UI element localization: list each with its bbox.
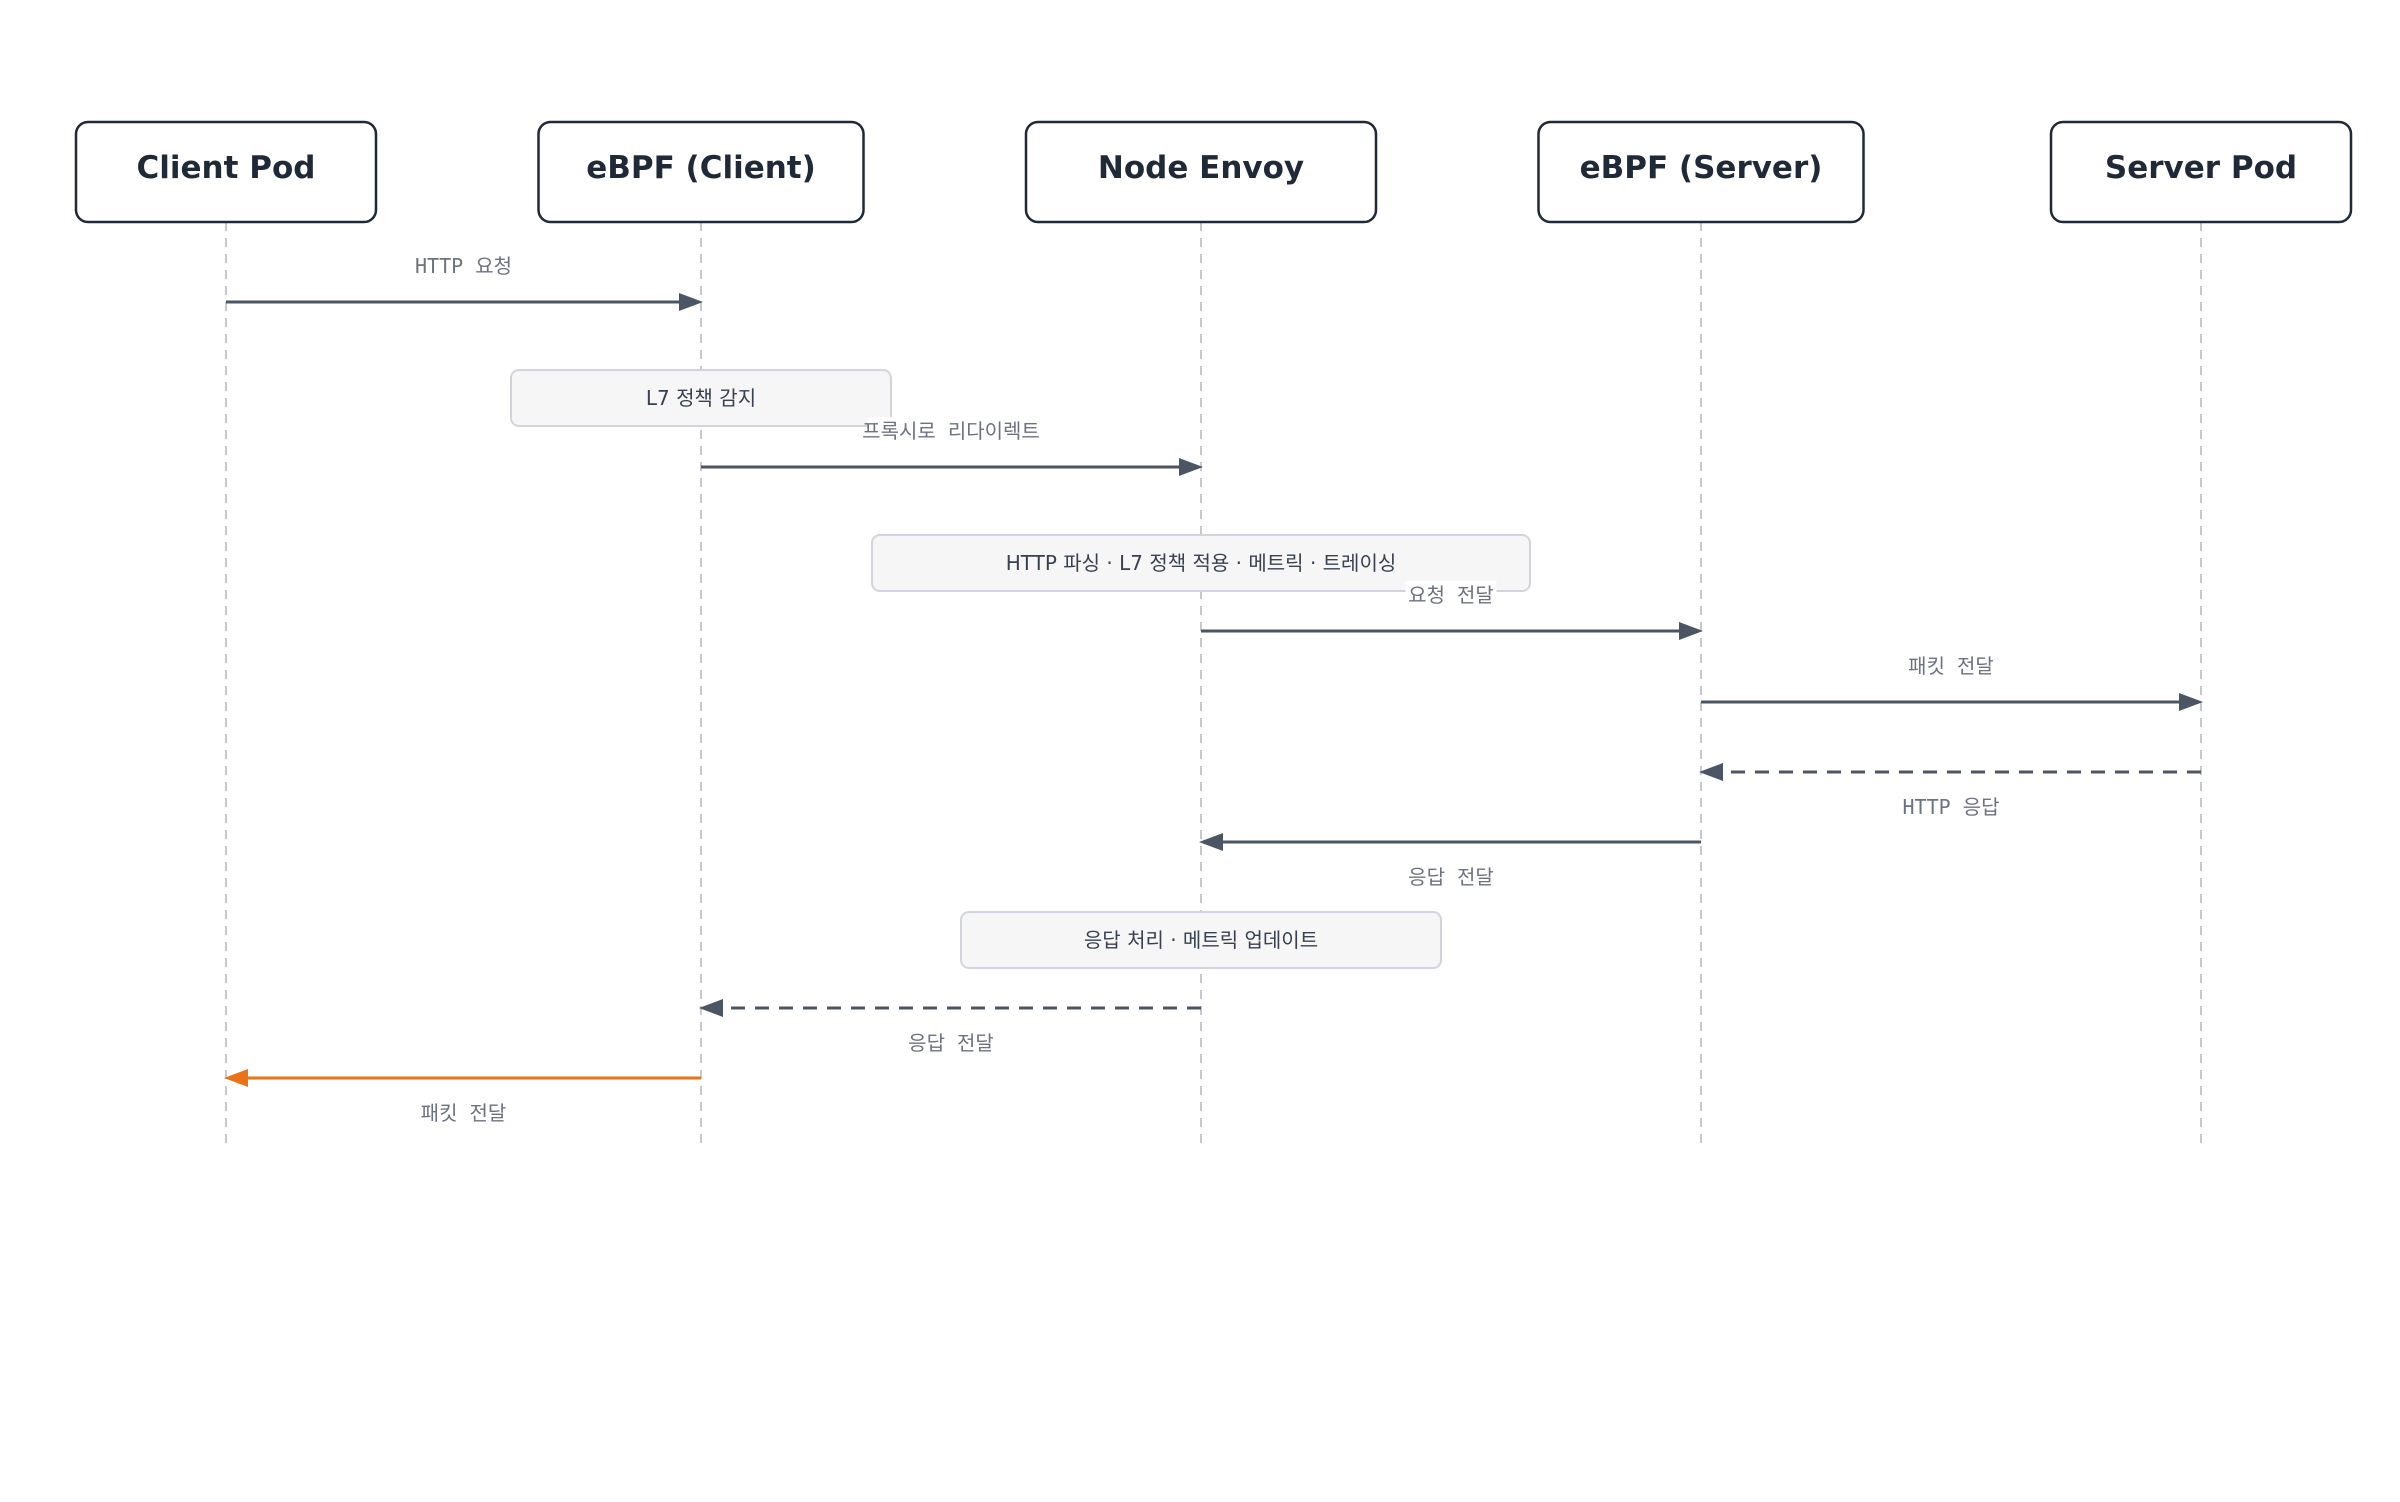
message-arrow: 응답 전달: [1199, 833, 1701, 891]
note-box: [960, 911, 1442, 969]
message-label: 응답 전달: [908, 1031, 994, 1055]
actor-label: Server Pod: [2105, 150, 2297, 186]
actor-label: Node Envoy: [1098, 150, 1304, 186]
arrowhead-icon: [1699, 763, 1723, 781]
note-box: [871, 534, 1531, 592]
arrowhead-icon: [699, 999, 723, 1017]
actor-box: [1024, 120, 1378, 224]
message-arrow: 응답 전달: [699, 999, 1201, 1057]
note: L7 정책 감지: [510, 369, 892, 427]
lifelines: [225, 222, 2202, 1146]
note-label: 응답 처리 · 메트릭 업데이트: [1084, 928, 1318, 952]
actor-label: eBPF (Server): [1580, 150, 1823, 186]
message-label: HTTP 요청: [415, 254, 512, 278]
actor-envoy: Node Envoy: [1024, 120, 1378, 224]
note-label: HTTP 파싱 · L7 정책 적용 · 메트릭 · 트레이싱: [1006, 551, 1397, 575]
note: 응답 처리 · 메트릭 업데이트: [960, 911, 1442, 969]
message-label-bg: [905, 1029, 997, 1057]
note-box: [510, 369, 892, 427]
message-label-bg: [1890, 793, 2012, 821]
actor-box: [2049, 120, 2353, 224]
actor-ebpf-client: eBPF (Client): [537, 120, 865, 224]
message-label: 프록시로 리다이렉트: [862, 419, 1040, 443]
message-arrow: HTTP 요청: [226, 252, 703, 311]
message-label: 응답 전달: [1408, 865, 1494, 889]
actor-box: [74, 120, 378, 224]
arrowhead-icon: [679, 293, 703, 311]
message-label-bg: [403, 252, 524, 280]
actor-client: Client Pod: [74, 120, 378, 224]
note: HTTP 파싱 · L7 정책 적용 · 메트릭 · 트레이싱: [871, 534, 1531, 592]
message-label-bg: [418, 1099, 509, 1127]
message-label: HTTP 응답: [1902, 795, 1999, 819]
actor-box: [537, 120, 865, 224]
message-arrow: HTTP 응답: [1699, 763, 2201, 821]
actor-box: [1537, 120, 1865, 224]
arrowhead-icon: [224, 1069, 248, 1087]
message-arrow: 패킷 전달: [1701, 652, 2203, 711]
message-arrow: 요청 전달: [1201, 581, 1703, 640]
message-arrow: 프록시로 리다이렉트: [701, 417, 1203, 476]
actors: Client Pod eBPF (Client) Node Envoy eBPF (S…: [74, 120, 2353, 224]
arrowhead-icon: [1179, 458, 1203, 476]
message-label-bg: [868, 417, 1034, 445]
message-label: 요청 전달: [1408, 583, 1494, 607]
note-label: L7 정책 감지: [646, 386, 756, 410]
actor-server: Server Pod: [2049, 120, 2353, 224]
actor-label: eBPF (Client): [586, 150, 816, 186]
message-label: 패킷 전달: [421, 1101, 507, 1125]
message-label-bg: [1405, 863, 1497, 891]
message-label-bg: [1405, 581, 1497, 609]
message-arrow: 패킷 전달: [224, 1069, 701, 1127]
message-label: 패킷 전달: [1908, 654, 1994, 678]
arrowhead-icon: [2179, 693, 2203, 711]
actor-ebpf-server: eBPF (Server): [1537, 120, 1865, 224]
actor-label: Client Pod: [137, 150, 316, 186]
arrowhead-icon: [1199, 833, 1223, 851]
arrowhead-icon: [1679, 622, 1703, 640]
message-label-bg: [1905, 652, 1997, 680]
